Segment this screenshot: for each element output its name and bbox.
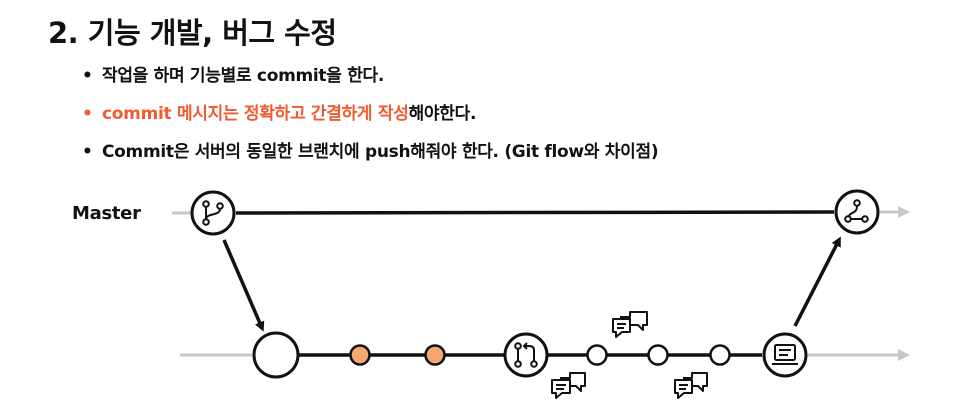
merge-icon <box>844 199 869 223</box>
bullet-item: 작업을 하며 기능별로 commit을 한다. <box>82 62 658 100</box>
master-arrow-head <box>898 206 910 218</box>
page-title: 2. 기능 개발, 버그 수정 <box>48 16 337 50</box>
merge-node <box>834 189 880 235</box>
pull-request-icon <box>514 342 538 368</box>
branch-node <box>190 190 236 236</box>
comment-icon <box>674 372 708 399</box>
pull-request-node <box>503 332 549 378</box>
commit-node <box>709 344 731 366</box>
commit-node <box>586 344 608 366</box>
bullet-item-highlight: commit 메시지는 정확하고 간결하게 작성해야한다. <box>82 100 658 138</box>
merge-in-arrow <box>793 236 841 327</box>
branch-out-arrow <box>222 239 265 332</box>
comment-icon <box>551 372 586 399</box>
master-branch-label: Master <box>72 203 141 224</box>
feature-start-node <box>252 331 300 379</box>
bullet-text: 작업을 하며 기능별로 commit을 한다. <box>102 66 385 86</box>
deploy-node <box>762 332 808 378</box>
bullet-list: 작업을 하며 기능별로 commit을 한다. commit 메시지는 정확하고… <box>82 62 659 176</box>
master-line <box>235 210 835 215</box>
bullet-text-tail: 해야한다. <box>408 104 477 124</box>
comment-icon <box>612 311 648 338</box>
commit-node <box>424 344 446 366</box>
feature-arrow-head <box>898 349 910 361</box>
commit-node <box>349 344 371 366</box>
branch-icon <box>202 200 224 226</box>
bullet-item: Commit은 서버의 동일한 브랜치에 push해줘야 한다. (Git fl… <box>82 138 659 176</box>
bullet-text: Commit은 서버의 동일한 브랜치에 push해줘야 한다. (Git fl… <box>102 142 659 162</box>
bullet-text-highlight: commit 메시지는 정확하고 간결하게 작성 <box>102 104 409 124</box>
deploy-icon <box>772 344 798 365</box>
commit-node <box>647 344 669 366</box>
